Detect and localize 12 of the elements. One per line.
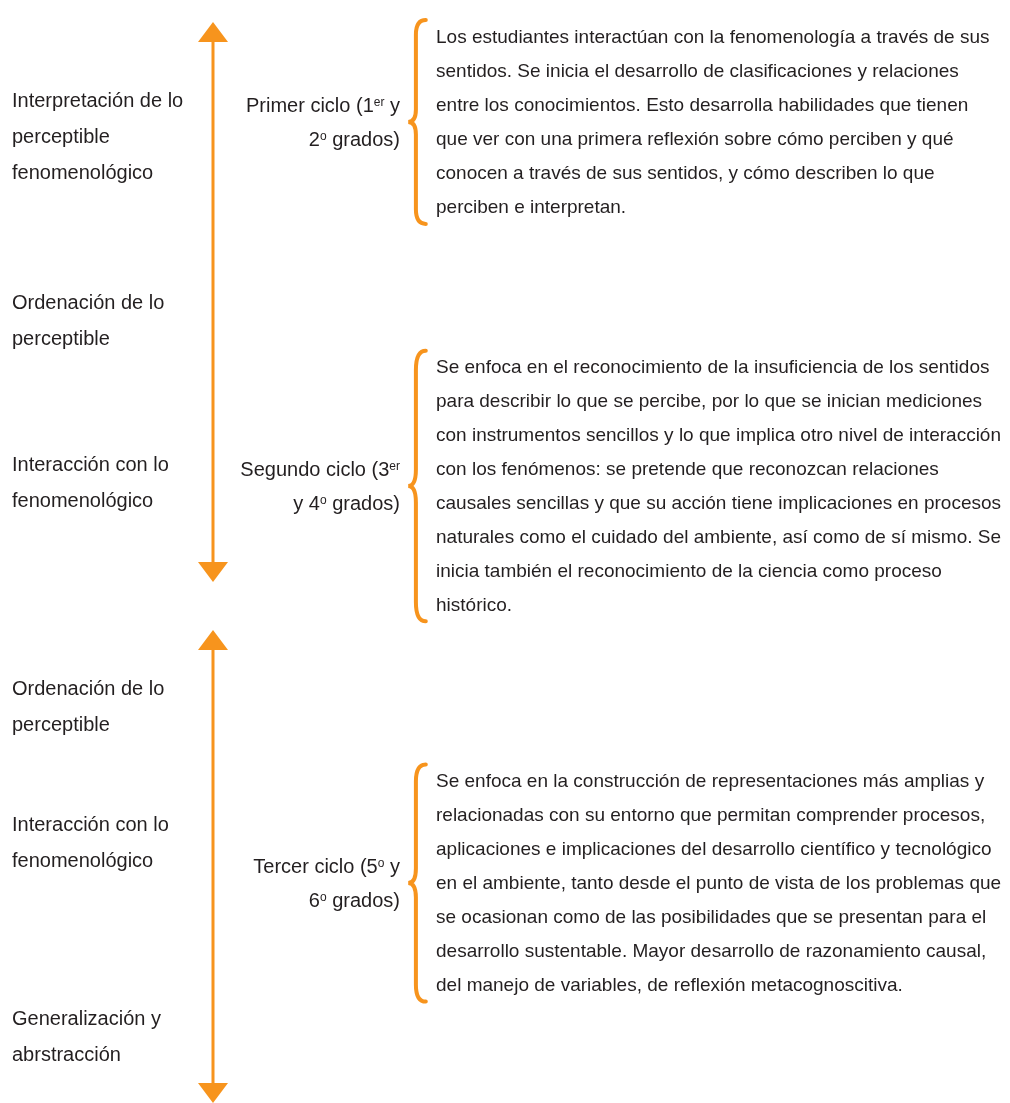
cycle-label: Segundo ciclo (3$^{er}$ y 4$^{o}$ grados) (240, 457, 400, 516)
description-paragraph: Se enfoca en la construcción de representaciones más amplias y relacionadas con su entorno que permitan comprender procesos, aplicaciones e implicaciones del desarrollo científico y tecnológico en el ambiente, tanto desde el punto de vista de los problemas que se ocasionan como de las posibilidades que se presentan para el desarrollo sustentable. Mayor desarrollo de razonamiento causal, del manejo de variables, de reflexión metacognoscitiva. (436, 769, 1003, 997)
cycle-label: Primer ciclo (1$^{er}$ y 2$^{o}$ grados) (244, 93, 400, 152)
cycle-label: Tercer ciclo (5$^{o}$ y 6$^{o}$ grados) (252, 854, 400, 913)
stage-label: Ordenación de lo perceptible (12, 290, 166, 351)
stage-label: Interpretación de lo perceptible fenomenológico (12, 88, 185, 185)
description-paragraph: Los estudiantes interactúan con la fenomenología a través de sus sentidos. Se inicia el desarrollo de clasificaciones y relaciones entre los conocimientos. Esto desarrolla habilidades que tienen que ver con una primera reflexión sobre cómo perciben y qué conocen a través de sus sentidos, y cómo describen lo que perciben e interpretan. (436, 25, 991, 219)
stage-label: Generalización y abrstracción (12, 1006, 162, 1067)
stage-label: Interacción con lo fenomenológico (12, 812, 170, 873)
description-paragraph: Se enfoca en el reconocimiento de la insuficiencia de los sentidos para describir lo que se percibe, por lo que se inician mediciones con instrumentos sencillos y lo que implica otro nivel de interacción con los fenómenos: se pretende que reconozcan relaciones causales sencillas y que su acción tiene implicaciones en procesos naturales como el cuidado del ambiente, así como de sí mismo. Se inicia también el reconocimiento de la ciencia como proceso histórico. (436, 355, 1003, 617)
stage-label: Interacción con lo fenomenológico (12, 452, 170, 513)
stage-label: Ordenación de lo perceptible (12, 676, 166, 737)
